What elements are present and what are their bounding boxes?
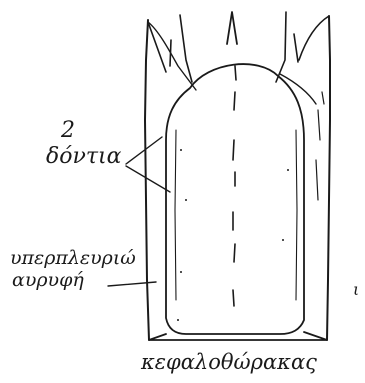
teeth-label: δόντια — [46, 146, 122, 168]
left-horn — [148, 15, 192, 82]
pleural-label-line1: υπερπλευριώ — [10, 249, 136, 268]
teeth-count-label: 2 — [61, 120, 75, 142]
carapace-outer-right-wall — [327, 16, 330, 340]
teeth-pointer-upper — [126, 137, 162, 164]
right-horn — [276, 12, 329, 82]
inner-edge-right — [296, 130, 297, 300]
inner-edge-left — [175, 130, 176, 300]
pleural-pointer — [108, 282, 156, 286]
right-wall-hatch — [316, 92, 324, 200]
rostrum-spike — [227, 12, 237, 44]
teeth-pointer-lower — [126, 166, 170, 192]
diagram-caption: κεφαλοθώρακας — [141, 352, 317, 373]
median-line — [233, 66, 236, 306]
left-shoulder — [148, 22, 196, 90]
edge-mark: ι — [353, 282, 359, 298]
pleural-label-line2: αυρυφή — [12, 271, 84, 290]
right-shoulder — [280, 74, 316, 104]
